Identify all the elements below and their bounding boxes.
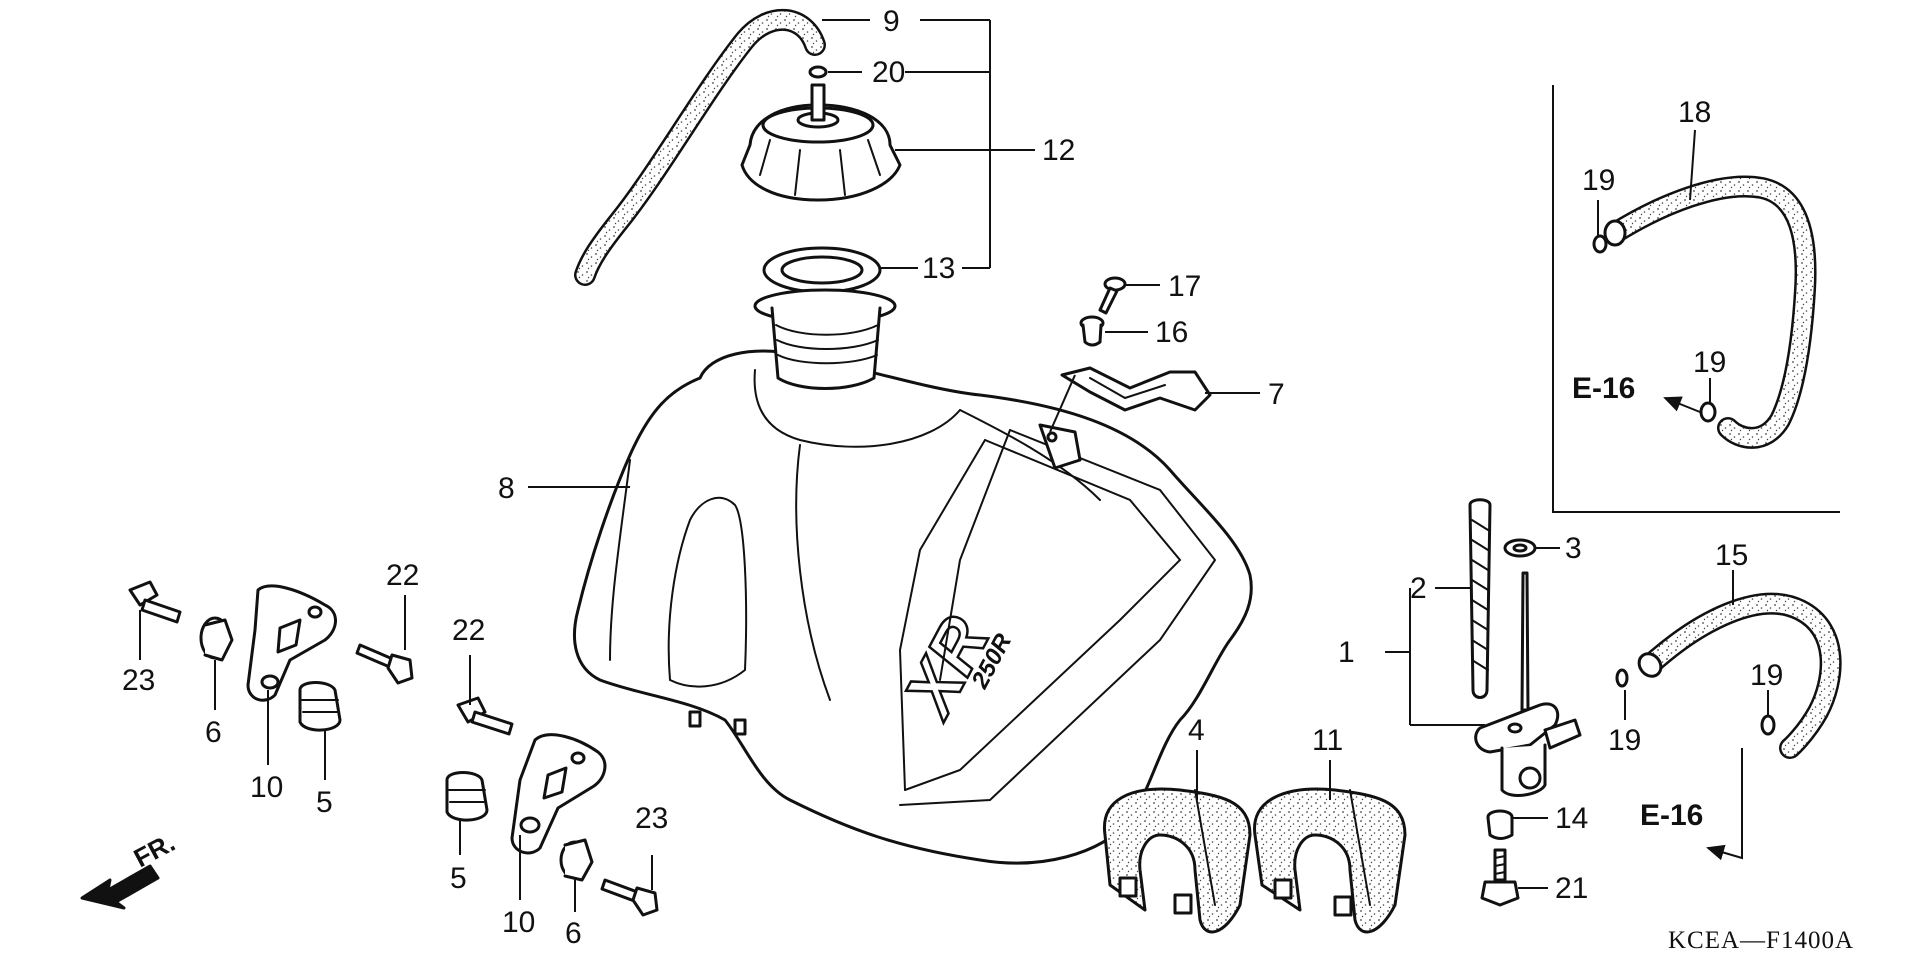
inset-box [1552,85,1840,513]
bolt-22-left [355,643,414,685]
callout-5-middle: 5 [450,862,467,895]
callout-20: 20 [872,56,905,89]
front-arrow: FR. [80,827,180,910]
diagram-code: KCEA—F1400A [1668,927,1854,954]
callout-19-inset-bottom: 19 [1693,346,1726,379]
callout-19-hose: 19 [1750,659,1783,692]
bolt-23-middle [600,878,659,917]
breather-hose-9 [574,8,826,286]
tank-band-7 [1060,366,1212,412]
callout-12: 12 [1042,134,1075,167]
clip-19-inset-bottom [1699,401,1717,423]
callout-16: 16 [1155,316,1188,349]
callout-17: 17 [1168,270,1201,303]
callout-5-left: 5 [316,786,333,819]
callouts: 9 20 12 13 17 16 7 8 3 2 1 14 21 4 11 15… [122,5,1783,950]
clip-19-valve [1615,668,1629,688]
bolt-17 [1098,276,1127,315]
fuel-valve-1 [1474,571,1582,797]
bolt-23-left [128,580,182,624]
callout-22-left: 22 [386,559,419,592]
callout-9: 9 [883,5,900,38]
leader-lines [139,19,1769,912]
callout-22-middle: 22 [452,614,485,647]
tank-rubber-11 [1253,787,1407,934]
callout-6-left: 6 [205,716,222,749]
tank-rubber-4 [1102,787,1252,934]
cap-gasket-13 [762,246,882,294]
callout-4: 4 [1188,714,1205,747]
callout-15: 15 [1715,539,1748,572]
callout-13: 13 [922,252,955,285]
ref-e16-top: E-16 [1572,372,1635,405]
ref-e16-bottom: E-16 [1640,799,1703,832]
fuel-tank-8: XR 250R [573,288,1253,865]
clip-19-hose-lower [1760,714,1776,736]
callout-1: 1 [1338,636,1355,669]
bolt-22-middle [456,696,514,736]
clip-19-inset-top [1592,234,1608,254]
callout-19-valve: 19 [1608,724,1641,757]
callout-23-left: 23 [122,664,155,697]
collar-16 [1079,315,1105,347]
hose-18 [1603,175,1817,449]
callout-8: 8 [498,472,515,505]
front-label: FR. [129,827,180,873]
washer-3 [1503,538,1537,558]
callout-19-inset-top: 19 [1582,164,1615,197]
collar-14 [1486,809,1514,840]
fuel-cap-12 [740,83,902,202]
callout-7: 7 [1268,378,1285,411]
callout-11: 11 [1312,724,1343,757]
strainer-2 [1468,498,1492,699]
callout-10-middle: 10 [502,906,535,939]
callout-18: 18 [1678,96,1711,129]
callout-10-left: 10 [250,771,283,804]
callout-6-middle: 6 [565,917,582,950]
collar-6-left [199,616,234,662]
clip-20 [808,65,828,79]
callout-14: 14 [1555,802,1588,835]
bracket-10-left [246,584,337,702]
rubber-5-left [298,681,342,732]
callout-3: 3 [1565,532,1582,565]
collar-6-middle [559,838,594,882]
fuel-hose-15 [1637,592,1842,759]
bracket-10-middle [510,733,607,855]
callout-21: 21 [1555,872,1588,905]
callout-2: 2 [1410,572,1427,605]
callout-23-middle: 23 [635,802,668,835]
bolt-21 [1480,848,1520,907]
rubber-5-middle [445,771,489,822]
